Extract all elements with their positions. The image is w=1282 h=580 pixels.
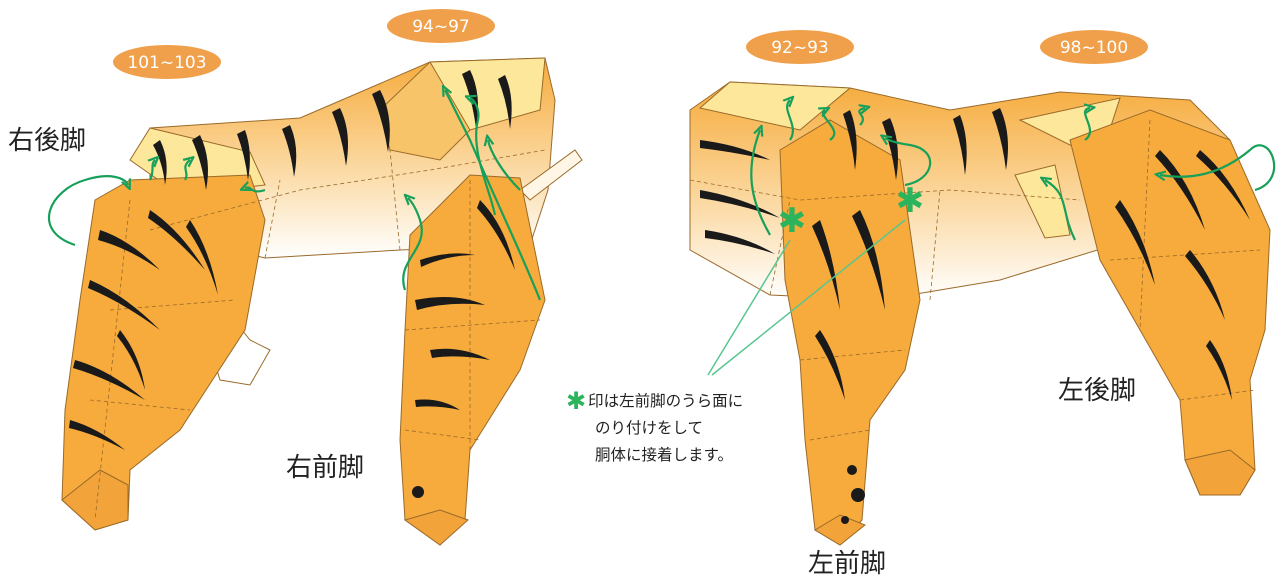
right-side-model: 101~103 94~97: [47, 9, 583, 546]
right-side-stripes: [69, 70, 515, 450]
note-guide-lines: [707, 219, 906, 376]
glue-mark-icon: ✱: [566, 387, 587, 415]
right-side-front-paw: [403, 509, 469, 546]
left-side-shoulder-panel: [698, 81, 852, 131]
badge-94-97-text: 94~97: [412, 17, 470, 37]
label-left-front-leg: 左前脚: [808, 549, 887, 579]
right-front-paw-spot: [412, 486, 424, 498]
glue-mark-2: ✱: [896, 181, 925, 221]
left-side-front-paw: [814, 514, 866, 546]
left-front-paw-spot-2: [851, 488, 865, 502]
right-side-assembly-arrows: [47, 90, 542, 301]
label-right-hind-leg: 右後脚: [8, 126, 87, 156]
right-side-front-leg: [399, 174, 546, 546]
right-side-hind-paw: [61, 469, 129, 531]
badge-94-97: 94~97: [387, 9, 495, 43]
left-side-model: ✱ ✱ 92~93 98~100: [689, 30, 1276, 546]
badge-98-100: 98~100: [1040, 30, 1148, 64]
badge-101-103-text: 101~103: [127, 53, 206, 73]
left-side-fold-lines: [689, 119, 1261, 441]
left-side-belly-panel: [1014, 164, 1071, 239]
left-side-assembly-arrows: [750, 100, 1276, 241]
left-front-paw-spot: [847, 465, 857, 475]
note-line-2: のり付けをして: [595, 419, 704, 437]
left-front-paw-spot-3: [841, 516, 849, 524]
badge-92-93-text: 92~93: [771, 38, 829, 58]
glue-mark-1: ✱: [778, 201, 807, 241]
label-right-front-leg: 右前脚: [286, 453, 365, 483]
label-left-hind-leg: 左後脚: [1058, 376, 1137, 406]
badge-101-103: 101~103: [113, 45, 221, 79]
note-line-3: 胴体に接着します。: [595, 446, 733, 464]
right-side-tail: [519, 149, 583, 201]
badge-92-93: 92~93: [746, 30, 854, 64]
left-side-hind-paw: [1184, 449, 1256, 496]
note-line-1: 印は左前脚のうら面に: [588, 392, 744, 410]
glue-instruction-note: ✱印は左前脚のうら面に のり付けをして 胴体に接着します。: [566, 388, 743, 469]
right-side-fold-lines: [89, 149, 546, 521]
badge-98-100-text: 98~100: [1060, 38, 1128, 58]
